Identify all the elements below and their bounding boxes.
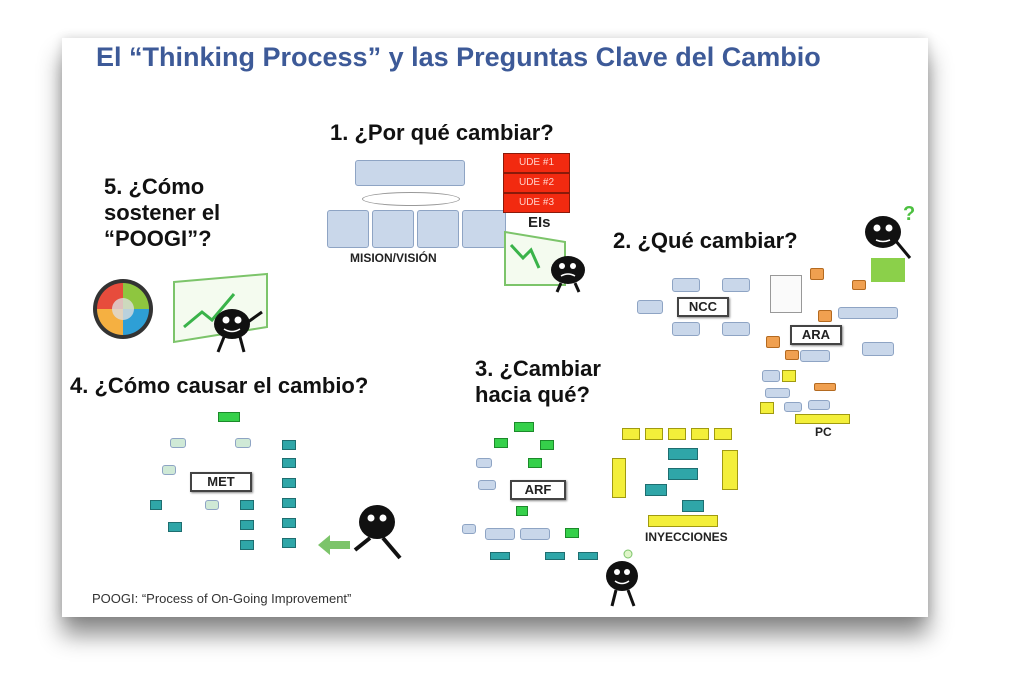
- slide-title: El “Thinking Process” y las Preguntas Cl…: [96, 42, 821, 72]
- ude-2: UDE #2: [503, 173, 570, 193]
- question-4: 4. ¿Cómo causar el cambio?: [70, 373, 369, 398]
- question-5-line-2: sostener el: [104, 200, 221, 225]
- ude-3: UDE #3: [503, 193, 570, 213]
- met-label: MET: [190, 472, 252, 492]
- question-2: 2. ¿Qué cambiar?: [613, 228, 798, 253]
- inyecciones-label: INYECCIONES: [645, 530, 728, 544]
- pc-label: PC: [815, 425, 832, 439]
- question-3-line-2: hacia qué?: [475, 382, 590, 407]
- eis-label: EIs: [528, 214, 551, 231]
- arf-label: ARF: [510, 480, 566, 500]
- question-5-line-1: 5. ¿Cómo: [104, 174, 205, 199]
- question-3: 3. ¿Cambiar hacia qué?: [475, 356, 601, 408]
- declining-chart-character-icon: [504, 230, 585, 293]
- ncc-label: NCC: [677, 297, 729, 317]
- growth-chart-character-icon: [173, 272, 268, 353]
- idea-character-icon: [606, 549, 638, 607]
- ara-label: ARA: [790, 325, 842, 345]
- running-character-arrow-icon: [318, 505, 402, 560]
- footer-note: POOGI: “Process of On-Going Improvement”: [92, 591, 352, 606]
- svg-text:?: ?: [903, 203, 915, 225]
- question-character-icon: ?: [865, 203, 915, 282]
- mision-vision-label: MISION/VISIÓN: [350, 251, 437, 265]
- ude-1: UDE #1: [503, 153, 570, 173]
- question-5-line-3: “POOGI”?: [104, 226, 212, 251]
- question-1: 1. ¿Por qué cambiar?: [330, 120, 554, 145]
- question-3-line-1: 3. ¿Cambiar: [475, 356, 601, 381]
- question-5: 5. ¿Cómo sostener el “POOGI”?: [104, 174, 220, 252]
- cycle-circle-icon: [93, 279, 153, 339]
